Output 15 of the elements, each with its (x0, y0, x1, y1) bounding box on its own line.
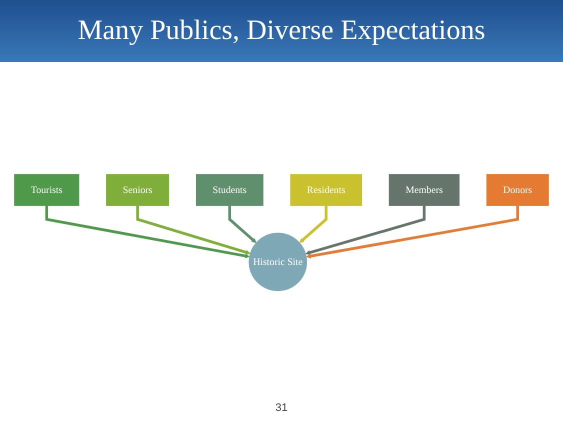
arrow (45, 206, 250, 259)
slide-title: Many Publics, Diverse Expectations (0, 0, 563, 62)
node-box: Members (388, 174, 460, 206)
node-box: Students (196, 174, 264, 206)
node-circle: Historic Site (248, 233, 308, 292)
node-box: Tourists (14, 174, 80, 206)
arrow (306, 206, 519, 259)
arrow (228, 206, 256, 244)
node-box: Seniors (106, 174, 170, 206)
node-box: Residents (290, 174, 362, 206)
arrow (305, 206, 426, 256)
arrow (136, 206, 250, 255)
arrow (299, 206, 328, 244)
node-box: Donors (486, 174, 549, 206)
page-number: 31 (274, 402, 289, 414)
